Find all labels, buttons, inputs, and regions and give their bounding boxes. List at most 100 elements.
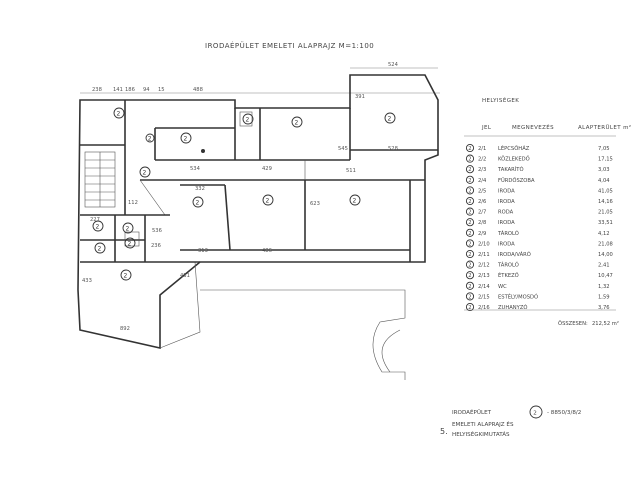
legend-row-name: LÉPCSŐHÁZ <box>498 144 530 152</box>
drawing-title: IRODAÉPÜLET EMELETI ALAPRAJZ M=1:100 <box>205 41 374 50</box>
dim-545: 545 <box>338 146 348 152</box>
legend-row-code: 2/9 <box>478 231 486 237</box>
dim-332: 332 <box>195 186 205 192</box>
legend-row-circle <box>465 271 475 280</box>
dim-433: 433 <box>82 278 92 284</box>
dim-94: 94 <box>143 87 150 93</box>
room-marker-2-13: 2 <box>120 269 132 281</box>
legend-row-code: 2/5 <box>478 188 486 194</box>
svg-text:2: 2 <box>148 135 152 142</box>
legend-row-area: 7,05 <box>598 146 610 152</box>
legend-row-code: 2/2 <box>478 157 486 163</box>
legend-row-code: 2/1 <box>478 146 486 152</box>
legend-row-jel: 2 <box>468 188 471 194</box>
legend-row-area: 3,76 <box>598 305 610 311</box>
legend-row: 2 2/12 TÁROLÓ 2,41 <box>465 260 610 269</box>
room-marker-2-10: 2 <box>92 220 104 232</box>
room-marker-2-15: 2 <box>145 133 155 143</box>
legend-row-code: 2/15 <box>478 294 490 300</box>
svg-text:2: 2 <box>128 241 132 248</box>
legend-row-name: WC <box>498 284 507 290</box>
legend-row-area: 1,59 <box>598 294 610 300</box>
svg-text:2: 2 <box>295 120 299 127</box>
svg-text:2: 2 <box>117 111 121 118</box>
legend-row-code: 2/14 <box>478 284 490 290</box>
legend-row-circle <box>465 249 475 259</box>
legend-row-code: 2/6 <box>478 199 486 205</box>
legend-row-jel: 2 <box>468 167 471 173</box>
legend-col-name: MEGNEVEZÉS <box>512 123 554 131</box>
legend-row-name: TAKARÍTÓ <box>497 166 524 173</box>
legend-row-jel: 2 <box>468 220 471 226</box>
wall-diagonal <box>139 179 166 216</box>
legend-row-circle <box>465 281 475 290</box>
svg-text:2: 2 <box>388 116 392 123</box>
svg-text:2: 2 <box>196 200 200 207</box>
dim-313: 313 <box>198 248 208 254</box>
dim-186: 186 <box>125 87 135 93</box>
legend-row-code: 2/11 <box>478 252 490 258</box>
legend-row-jel: 2 <box>468 305 471 311</box>
legend-row-name: ZUHANYZÓ <box>498 304 528 311</box>
dim-511: 511 <box>346 168 356 174</box>
legend-row-code: 2/12 <box>478 263 490 269</box>
legend-row-jel: 2 <box>468 231 471 237</box>
dim-236: 236 <box>151 243 161 249</box>
stamp-number: 5. <box>440 427 448 436</box>
legend-row-area: 1,32 <box>598 284 610 290</box>
legend-row-area: 2,41 <box>598 263 610 269</box>
room-marker-2-1: 2 <box>113 107 125 119</box>
legend-row-circle <box>465 165 475 174</box>
room-marker-2-12: 2 <box>124 237 136 249</box>
legend-row-circle <box>465 154 475 163</box>
svg-text:2: 2 <box>184 136 188 143</box>
legend-row-jel: 2 <box>468 263 471 269</box>
svg-text:2: 2 <box>353 198 357 205</box>
room-marker-2-8: 2 <box>139 166 151 178</box>
stamp-circle <box>529 405 543 419</box>
svg-text:2: 2 <box>124 273 128 280</box>
column-dot <box>201 149 205 153</box>
dim-15: 15 <box>158 87 165 93</box>
stamp-circle-label: 2 <box>533 411 537 417</box>
legend-row-circle <box>465 175 475 184</box>
svg-text:2: 2 <box>266 198 270 205</box>
legend-row-circle <box>465 207 475 216</box>
room-marker-2-5: 2 <box>192 196 204 208</box>
legend-row-circle <box>465 143 475 153</box>
legend-row-area: 17,15 <box>598 157 613 163</box>
dim-536: 536 <box>152 228 162 234</box>
stamp-line2: EMELETI ALAPRAJZ ÉS <box>452 420 514 428</box>
legend-row-circle <box>465 186 475 195</box>
legend-row-circle <box>465 218 475 227</box>
legend-row-name: TÁROLÓ <box>497 262 519 269</box>
legend-col-jel: JEL <box>481 125 492 131</box>
legend-row-area: 4,12 <box>598 231 610 237</box>
dim-528: 528 <box>388 146 398 152</box>
legend-row-name: ÉTKEZŐ <box>498 271 519 279</box>
legend-row-name: ESTÉLY/MOSDÓ <box>498 292 538 300</box>
stamp-line3: HELYISÉGKIMUTATÁS <box>452 430 510 438</box>
legend-total-value: 212,52 m² <box>592 321 619 327</box>
legend-row-area: 41,05 <box>598 188 613 194</box>
legend-row-code: 2/10 <box>478 241 490 247</box>
stamp-line1: IRODAÉPÜLET <box>452 408 492 416</box>
legend-row-code: 2/16 <box>478 305 490 311</box>
legend-row-area: 4,04 <box>598 178 610 184</box>
svg-text:2: 2 <box>98 246 102 253</box>
dim-486: 486 <box>262 248 272 254</box>
dim-524: 524 <box>388 62 399 68</box>
dim-488: 488 <box>193 87 203 93</box>
legend-row-code: 2/4 <box>478 178 487 184</box>
svg-text:2: 2 <box>246 117 250 124</box>
legend-total-label: ÖSSZESEN: <box>558 320 588 327</box>
